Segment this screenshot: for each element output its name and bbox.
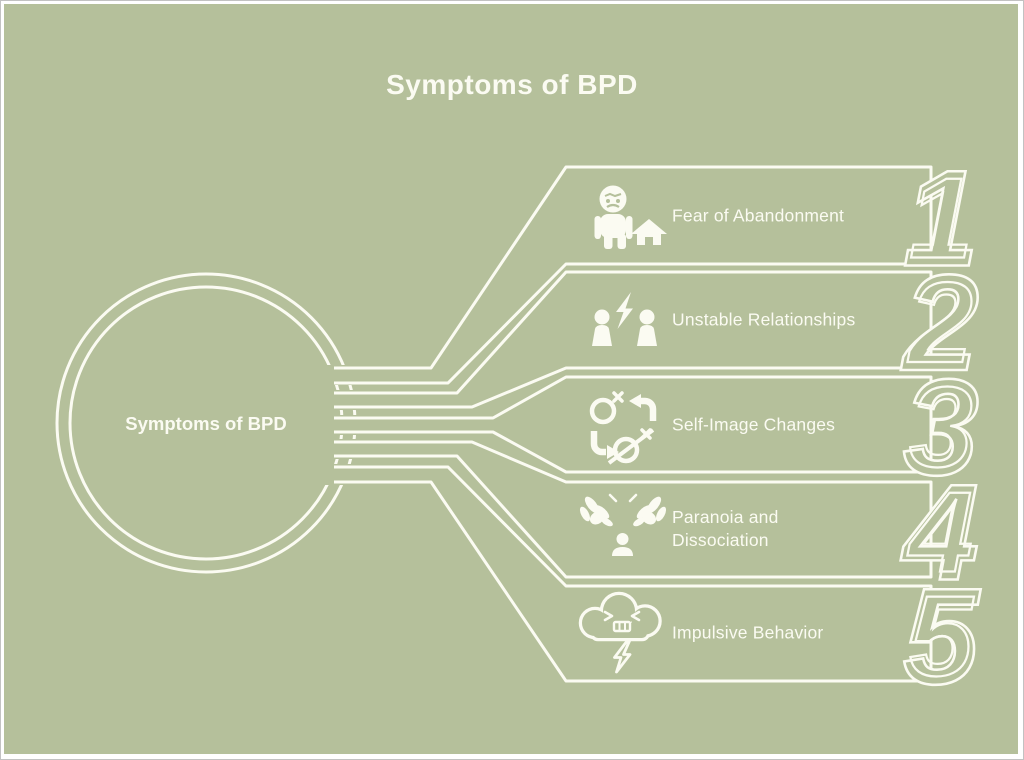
band-1 xyxy=(334,165,933,385)
item-label-self-image-changes: Self-Image Changes xyxy=(672,414,836,435)
item-label-fear-of-abandonment: Fear of Abandonment xyxy=(672,205,845,226)
number-1: 1 xyxy=(903,143,979,296)
page-title: Symptoms of BPD xyxy=(386,69,638,100)
svg-text:1: 1 xyxy=(909,156,972,283)
number-4: 4 xyxy=(900,457,979,610)
person-leaving-home-icon xyxy=(594,185,667,249)
band-2 xyxy=(334,270,933,409)
identity-change-icon xyxy=(589,391,657,465)
hub-label: Symptoms of BPD xyxy=(125,413,287,434)
looming-hands-person-icon xyxy=(579,493,667,556)
angry-storm-cloud-icon xyxy=(578,591,662,674)
number-3: 3 xyxy=(903,352,979,505)
svg-text:3: 3 xyxy=(909,365,972,492)
page-background xyxy=(4,4,1018,754)
svg-text:2: 2 xyxy=(907,260,972,387)
hub-circle xyxy=(55,272,365,574)
band-5 xyxy=(334,465,933,683)
item-label-paranoia-dissociation: Paranoia and Dissociation xyxy=(672,507,779,550)
people-conflict-icon xyxy=(592,292,657,346)
svg-text:4: 4 xyxy=(907,470,972,597)
item-label-unstable-relationships: Unstable Relationships xyxy=(672,309,856,330)
svg-text:5: 5 xyxy=(909,574,974,701)
item-label-impulsive-behavior: Impulsive Behavior xyxy=(672,622,824,643)
step-numbers: 1 1 2 2 3 3 4 4 5 5 xyxy=(899,141,983,715)
band-3 xyxy=(334,375,933,474)
band-4 xyxy=(334,440,933,579)
number-2: 2 xyxy=(900,247,979,400)
number-5: 5 xyxy=(903,561,981,714)
